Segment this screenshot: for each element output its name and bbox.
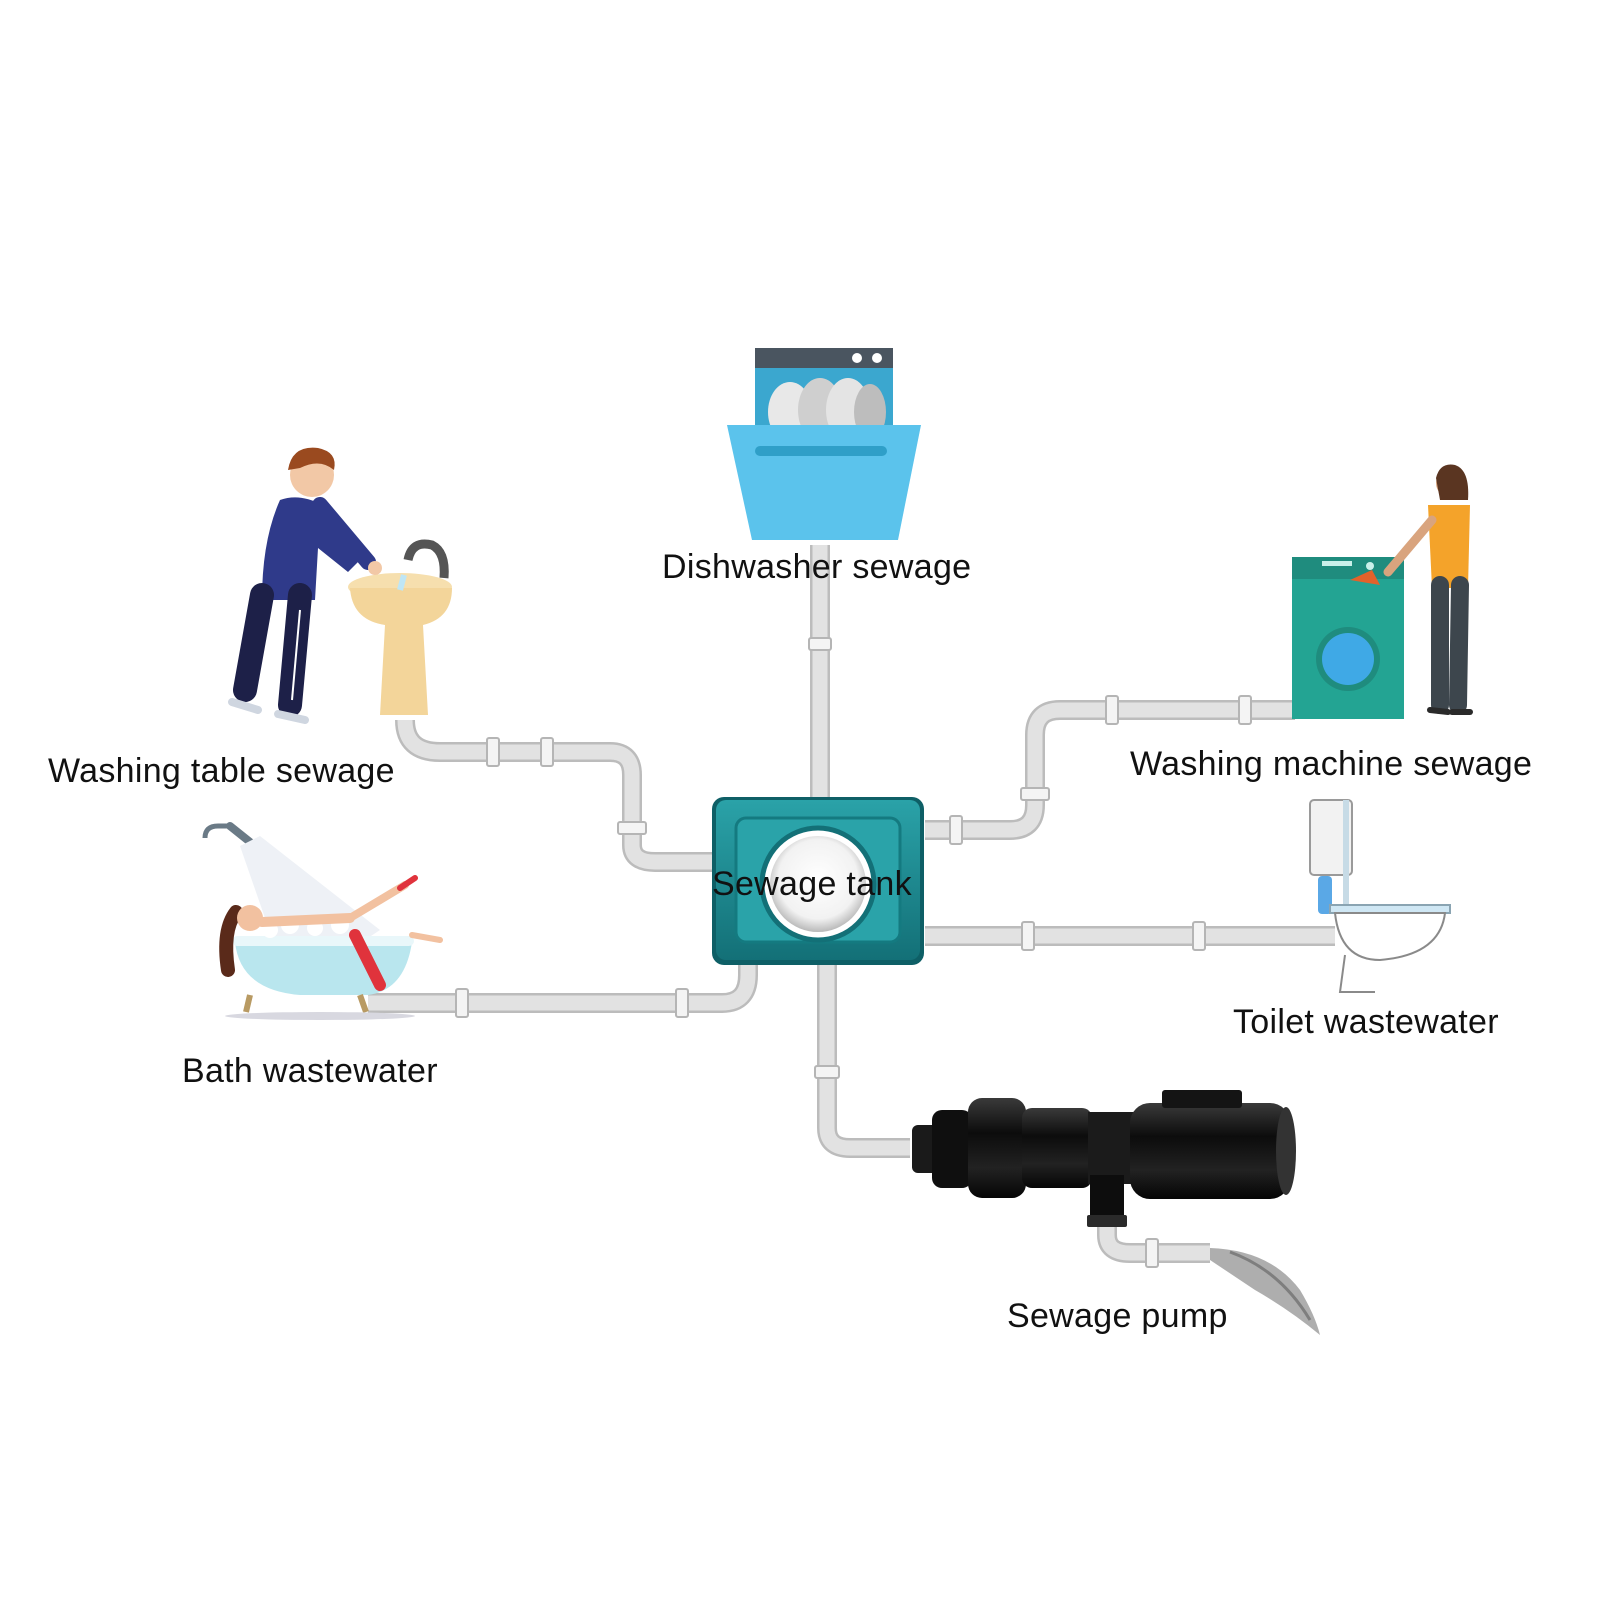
person-washing-hands-icon [228, 447, 452, 724]
toilet-wastewater-label: Toilet wastewater [1233, 1003, 1499, 1041]
woman-washing-machine-icon [1292, 464, 1473, 719]
bath-wastewater-label: Bath wastewater [182, 1052, 438, 1090]
dishwasher-sewage-label: Dishwasher sewage [662, 548, 972, 586]
sewage-pump-label: Sewage pump [1007, 1297, 1228, 1335]
pipe-network [368, 545, 1335, 1268]
sewage-tank-icon [712, 797, 924, 965]
woman-bathtub-icon [202, 822, 443, 1020]
sewage-tank-label: Sewage tank [712, 865, 912, 903]
washing-machine-sewage-label: Washing machine sewage [1130, 745, 1533, 783]
sewage-pump-icon [912, 1090, 1320, 1335]
toilet-icon [1309, 799, 1451, 993]
washing-table-sewage-label: Washing table sewage [48, 752, 395, 790]
dishwasher-icon [727, 348, 921, 540]
